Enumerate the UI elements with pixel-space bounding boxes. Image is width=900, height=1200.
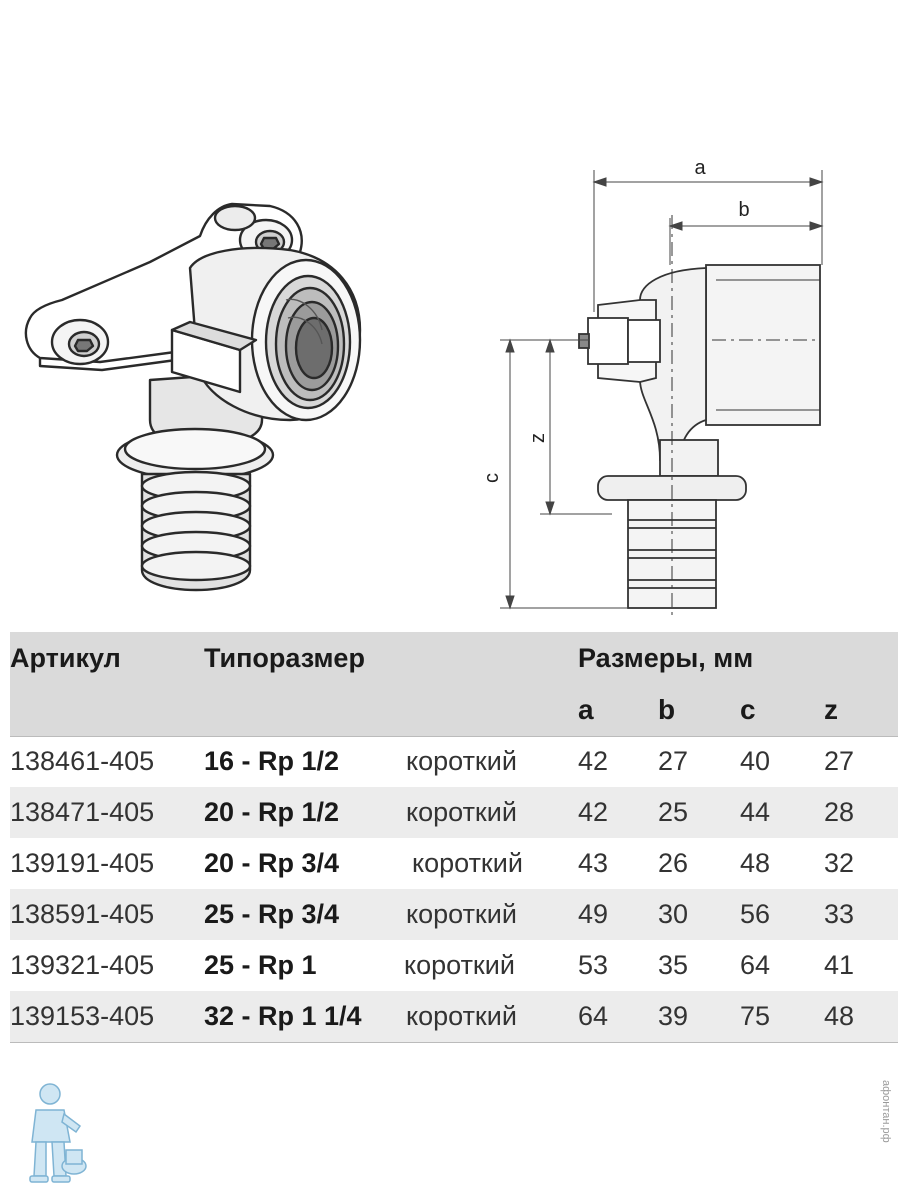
dim-label-a: a — [694, 157, 706, 179]
subheader-empty-1 — [10, 684, 204, 736]
cell-article: 138471-405 — [10, 797, 155, 827]
cell-type: короткий — [406, 899, 517, 929]
cell-size: 25 - Rp 1 — [204, 950, 317, 980]
fitting-technical-drawing — [578, 215, 821, 615]
cell-dim-a: 42 — [578, 735, 658, 787]
cell-dim-c: 40 — [740, 735, 824, 787]
cell-dim-b: 30 — [658, 899, 689, 929]
header-dim-c: c — [740, 693, 756, 725]
cell-dim-z: 33 — [824, 899, 855, 929]
watermark-text: афонтан.рф — [880, 1080, 892, 1143]
cell-dim-c: 56 — [740, 899, 771, 929]
cell-size: 16 - Rp 1/2 — [204, 735, 400, 787]
cell-dim-a: 43 — [578, 848, 609, 878]
cell-size: 25 - Rp 3/4 — [204, 899, 340, 929]
header-article: Артикул — [10, 642, 121, 673]
table-row: 139153-405 32 - Rp 1 1/4 короткий 64 39 … — [10, 991, 898, 1043]
cell-dim-a: 64 — [578, 991, 658, 1043]
table-row: 138461-405 16 - Rp 1/2 короткий 42 27 40… — [10, 735, 898, 787]
cell-dim-a: 42 — [578, 797, 609, 827]
cell-article: 139321-405 — [10, 950, 155, 980]
header-dims: Размеры, мм — [578, 642, 754, 673]
table-row: 138591-405 25 - Rp 3/4 короткий 49 30 56… — [10, 889, 898, 940]
plumber-mascot-icon — [29, 1083, 87, 1183]
table-row: 139321-405 25 - Rp 1 короткий 53 35 64 4… — [10, 940, 898, 991]
cell-dim-b: 25 — [658, 797, 689, 827]
cell-article: 138591-405 — [10, 899, 155, 929]
subheader-empty-2 — [204, 684, 400, 736]
table-row: 139191-405 20 - Rp 3/4 короткий 43 26 48… — [10, 838, 898, 889]
cell-dim-a: 49 — [578, 899, 609, 929]
fitting-3d-illustration — [24, 202, 362, 592]
cell-dim-z: 32 — [824, 848, 855, 878]
cell-dim-c: 75 — [740, 991, 824, 1043]
cell-type: короткий — [400, 735, 578, 787]
table-row: 138471-405 20 - Rp 1/2 короткий 42 25 44… — [10, 787, 898, 838]
cell-dim-c: 64 — [740, 950, 771, 980]
cell-dim-b: 35 — [658, 950, 689, 980]
cell-type: короткий — [406, 797, 517, 827]
cell-type: короткий — [404, 950, 515, 980]
cell-dim-z: 41 — [824, 950, 855, 980]
cell-dim-z: 28 — [824, 797, 855, 827]
cell-size: 20 - Rp 1/2 — [204, 797, 340, 827]
dim-label-c: c — [481, 473, 503, 483]
cell-dim-b: 39 — [658, 991, 740, 1043]
table-subheader-row: a b c z — [10, 684, 898, 736]
dimension-lines — [500, 170, 824, 610]
cell-type: короткий — [400, 991, 578, 1043]
header-dim-b: b — [658, 693, 676, 725]
cell-size: 20 - Rp 3/4 — [204, 848, 340, 878]
spec-table: Артикул Типоразмер Размеры, мм a b c z 1… — [10, 632, 898, 1043]
product-drawings: a b z c — [24, 157, 824, 615]
cell-dim-z: 48 — [824, 991, 898, 1043]
subheader-empty-3 — [400, 684, 578, 736]
cell-dim-a: 53 — [578, 950, 609, 980]
cell-dim-c: 48 — [740, 848, 771, 878]
dim-label-b: b — [738, 199, 749, 221]
header-dim-a: a — [578, 693, 594, 725]
cell-article: 139191-405 — [10, 848, 155, 878]
cell-size: 32 - Rp 1 1/4 — [204, 991, 400, 1043]
cell-article: 139153-405 — [10, 991, 204, 1043]
cell-dim-b: 26 — [658, 848, 689, 878]
cell-article: 138461-405 — [10, 735, 204, 787]
cell-dim-b: 27 — [658, 735, 740, 787]
cell-type: короткий — [412, 848, 523, 878]
cell-dim-z: 27 — [824, 735, 898, 787]
dim-label-z: z — [527, 433, 549, 443]
header-size: Типоразмер — [204, 642, 365, 673]
header-dim-z: z — [824, 693, 838, 725]
table-header-row: Артикул Типоразмер Размеры, мм — [10, 632, 898, 684]
cell-dim-c: 44 — [740, 797, 771, 827]
header-spacer — [400, 632, 578, 684]
